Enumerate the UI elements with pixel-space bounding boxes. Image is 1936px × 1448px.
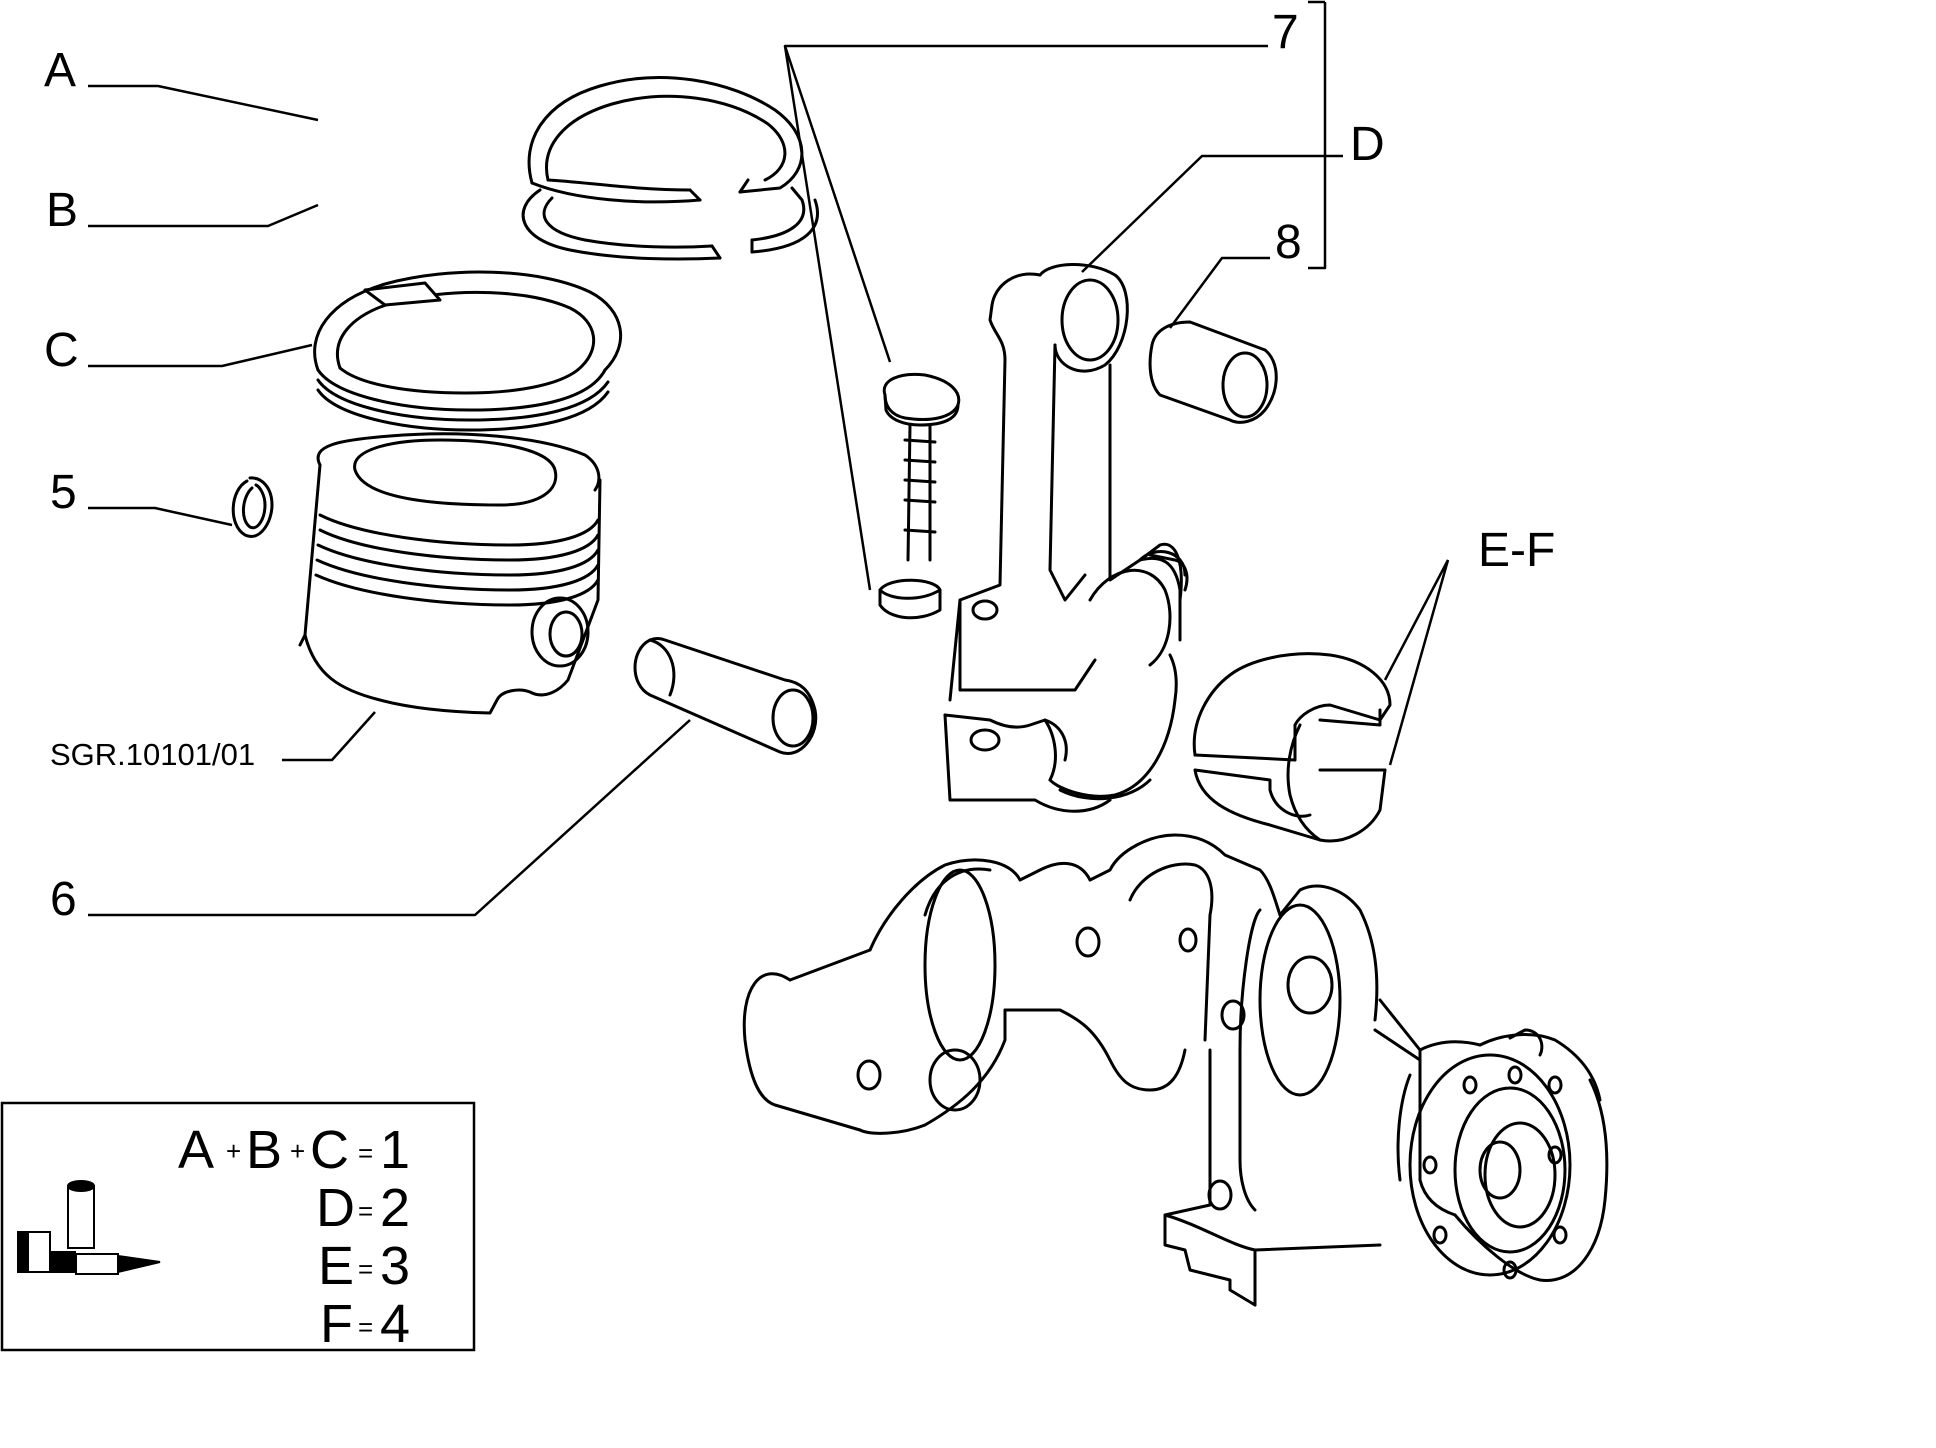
quantity-legend: A + B + C = 1 D = 2 E = 3 F = 4 (0, 1101, 476, 1354)
circlip-5 (231, 476, 274, 538)
callout-c: C (44, 324, 79, 377)
conrod-cap (943, 653, 1178, 813)
legend-row-3: E = 3 (318, 1236, 410, 1296)
piston (298, 432, 602, 715)
piston-pin-6 (633, 637, 818, 755)
connecting-rod-d (948, 263, 1189, 702)
legend-row-3-equals: = (358, 1254, 373, 1284)
legend-row-4-f: F (320, 1294, 353, 1354)
legend-row-1: A + B + C = 1 (178, 1120, 410, 1180)
piston-ring-a (527, 76, 804, 204)
legend-row-1-plus-1: + (226, 1136, 241, 1166)
piston-ring-b (521, 186, 819, 261)
legend-row-2-d: D (316, 1178, 355, 1238)
legend-row-3-qty: 3 (380, 1236, 410, 1296)
legend-row-4-qty: 4 (380, 1294, 410, 1354)
legend-row-1-plus-2: + (290, 1136, 305, 1166)
callout-e-f: E-F (1478, 524, 1555, 577)
callout-a: A (44, 44, 76, 97)
legend-row-2: D = 2 (316, 1178, 410, 1238)
legend-row-1-a: A (178, 1120, 214, 1180)
legend-row-1-b: B (246, 1120, 282, 1180)
crankshaft (742, 833, 1609, 1307)
callout-5: 5 (50, 466, 77, 519)
legend-row-4-equals: = (358, 1312, 373, 1342)
conrod-bolt-7 (878, 372, 961, 620)
fiat-parts-boxes-icon (17, 1180, 161, 1275)
callout-8: 8 (1275, 216, 1302, 269)
legend-row-1-c: C (310, 1120, 349, 1180)
drawing-reference: SGR.10101/01 (50, 737, 255, 772)
callout-7: 7 (1272, 6, 1299, 59)
leader-lines (88, 0, 1450, 917)
legend-row-4: F = 4 (320, 1294, 410, 1354)
piston-ring-c (313, 270, 622, 432)
bearing-shells-e-f (1192, 652, 1392, 843)
small-end-bush-8 (1148, 320, 1278, 424)
callout-6: 6 (50, 873, 77, 926)
legend-row-2-equals: = (358, 1196, 373, 1226)
legend-row-1-qty: 1 (380, 1120, 410, 1180)
legend-row-1-equals: = (358, 1138, 373, 1168)
legend-row-2-qty: 2 (380, 1178, 410, 1238)
callout-b: B (46, 184, 78, 237)
callout-d: D (1350, 118, 1385, 171)
legend-row-3-e: E (318, 1236, 354, 1296)
